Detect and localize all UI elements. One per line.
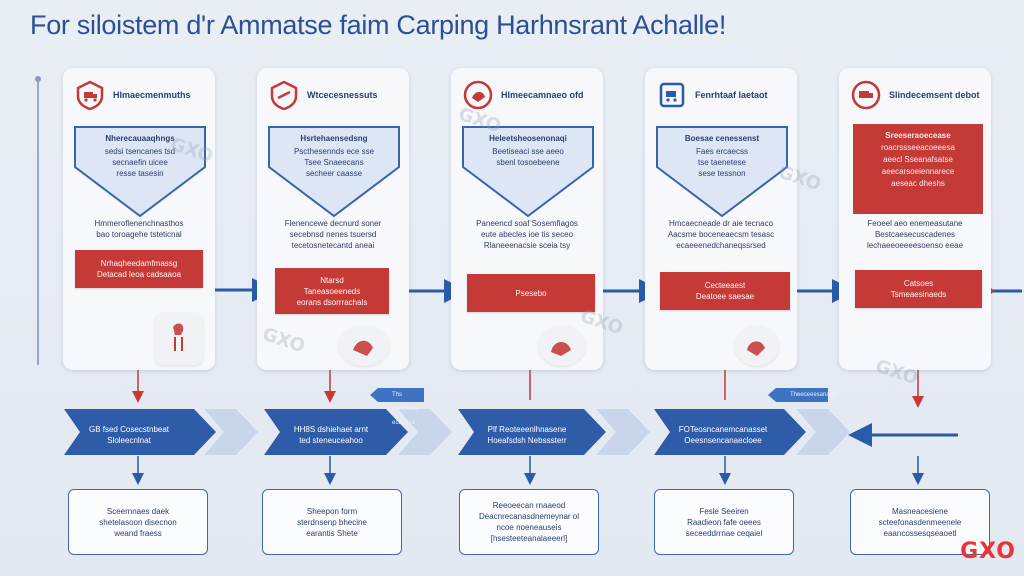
card-heading: Hlmaecmenmuths [113, 90, 191, 100]
chevron-4 [654, 409, 850, 455]
shield-panel: Nherecauaaqhngs sedsi tsencanes tsd secn… [73, 125, 207, 218]
shield-panel: Heleetsheosenonaqi Beetiseaci sse aeeo s… [461, 125, 595, 218]
tag-flag-2: Theeceeesanaed [768, 388, 836, 402]
device-illustration [339, 326, 389, 366]
card-heading: Hlmeecamnaeo ofd [501, 90, 584, 100]
stage-card-2: Wtcecesnessuts Hsrtehaensedsng Pscthesen… [257, 68, 409, 370]
shield-truck-icon [76, 80, 104, 110]
card-heading: Slindecemsent debot [889, 90, 980, 100]
stage-card-3: Hlmeecamnaeo ofd Heleetsheosenonaqi Beet… [451, 68, 603, 370]
device-illustration [539, 326, 585, 366]
process-step-3: Psesebo [467, 274, 595, 312]
truck-icon [270, 80, 298, 110]
card-heading: Wtcecesnessuts [307, 90, 378, 100]
truck-badge-icon [851, 80, 881, 110]
chevron-2 [264, 409, 452, 455]
left-timeline-rule [35, 76, 41, 365]
device-illustration [155, 313, 203, 365]
clipboard-truck-icon [659, 82, 685, 108]
stage-card-5: Slindecemsent debot Sreeseraoecease roac… [839, 68, 991, 370]
hand-truck-icon [463, 80, 493, 110]
tag-flag-1: Ths esehecce ecanesa [370, 388, 424, 426]
stage-card-4: Fenrhtaaf laetaot Boesae cenessenst Faes… [645, 68, 797, 370]
shield-panel: Hsrtehaensedsng Pscthesennds ece sse Tse… [267, 125, 401, 218]
page-title: For siloistem d'r Ammatse faim Carping H… [30, 10, 727, 40]
card-heading: Fenrhtaaf laetaot [695, 90, 768, 100]
brand-logo: GXO [960, 539, 1016, 564]
chevron-1 [64, 409, 258, 455]
device-illustration [735, 326, 779, 366]
stage-card-1: Hlmaecmenmuths Nherecauaaqhngs sedsi tse… [63, 68, 215, 370]
shield-panel: Boesae cenessenst Faes ercaecss tse taen… [655, 125, 789, 218]
highlight-panel: Sreeseraoecease roacrssseeacoeeesa aeecl… [853, 124, 983, 214]
chevron-3 [458, 409, 650, 455]
